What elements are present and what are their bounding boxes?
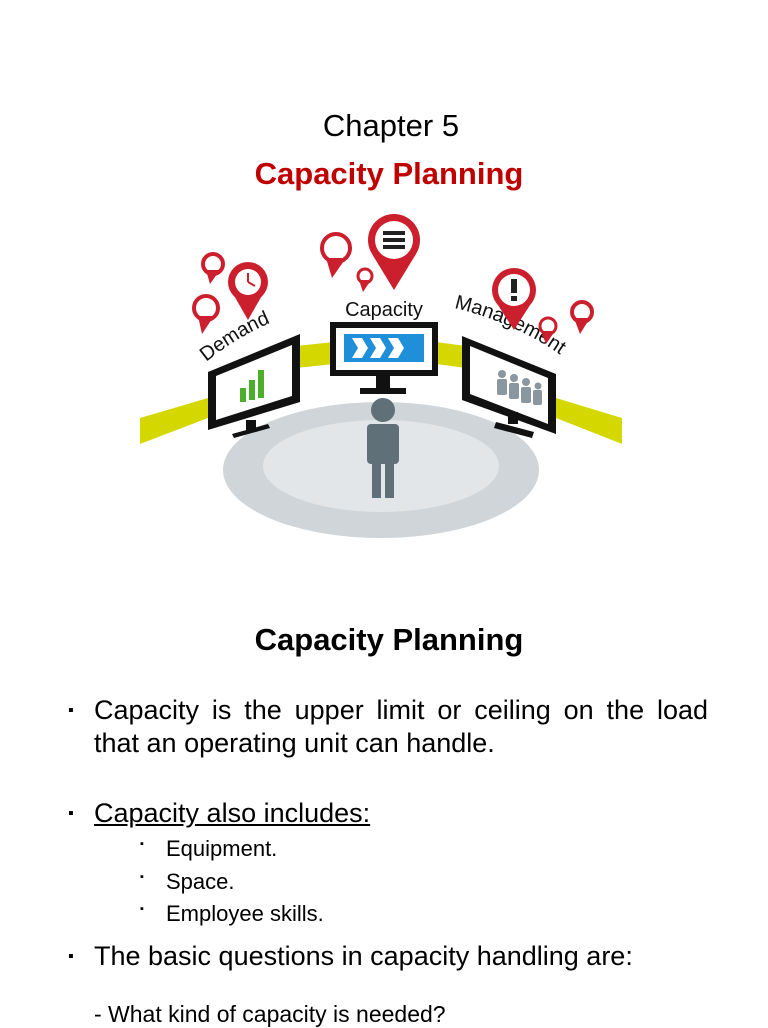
pin-small-1 bbox=[201, 252, 225, 284]
subitem-text: Space. bbox=[166, 869, 235, 894]
track-left bbox=[140, 398, 208, 444]
pin-small-6 bbox=[570, 300, 594, 334]
subitem-text: Equipment. bbox=[166, 836, 278, 861]
person-icon bbox=[367, 398, 399, 498]
capacity-management-illustration: Demand Capacity Management bbox=[140, 214, 622, 538]
pin-small-4 bbox=[356, 267, 374, 292]
capacity-monitor bbox=[330, 322, 438, 394]
subitem-marker: ▪ bbox=[140, 838, 144, 850]
bullet-text: The basic questions in capacity handling… bbox=[94, 941, 633, 971]
exclamation-icon bbox=[511, 279, 517, 301]
track-right bbox=[556, 398, 622, 444]
pin-small-3 bbox=[320, 232, 352, 278]
question-item: - What kind of capacity is needed? bbox=[94, 1001, 446, 1027]
bullet-text: Capacity also includes: bbox=[94, 797, 370, 830]
subitem-text: Employee skills. bbox=[166, 901, 324, 926]
bullet-marker: ▪ bbox=[68, 948, 74, 965]
bullet-marker: ▪ bbox=[68, 702, 74, 719]
section-title: Capacity Planning bbox=[254, 622, 524, 657]
pin-small-5 bbox=[538, 316, 558, 344]
demand-monitor bbox=[208, 334, 300, 438]
arrows-icon bbox=[352, 338, 404, 358]
chapter-heading: Chapter 5 bbox=[322, 108, 460, 143]
people-icon bbox=[497, 370, 542, 405]
chapter-subtitle: Capacity Planning bbox=[254, 156, 524, 191]
subitem-marker: ▪ bbox=[140, 903, 144, 915]
track-right-mid bbox=[436, 342, 466, 368]
bullet-text: Capacity is the upper limit or ceiling o… bbox=[94, 695, 708, 758]
menu-pin bbox=[368, 214, 420, 290]
pin-small-2 bbox=[192, 294, 220, 334]
bullet-marker: ▪ bbox=[68, 805, 74, 822]
clock-pin bbox=[228, 262, 268, 320]
bullet-text-underlined: Capacity also includes: bbox=[94, 798, 371, 828]
bar-chart-icon bbox=[240, 370, 264, 402]
subitem-marker: ▪ bbox=[140, 871, 144, 883]
menu-icon bbox=[383, 231, 405, 249]
capacity-label: Capacity bbox=[345, 299, 423, 321]
management-monitor bbox=[462, 336, 556, 438]
exclamation-pin bbox=[492, 268, 536, 330]
track-left-mid bbox=[296, 342, 334, 368]
